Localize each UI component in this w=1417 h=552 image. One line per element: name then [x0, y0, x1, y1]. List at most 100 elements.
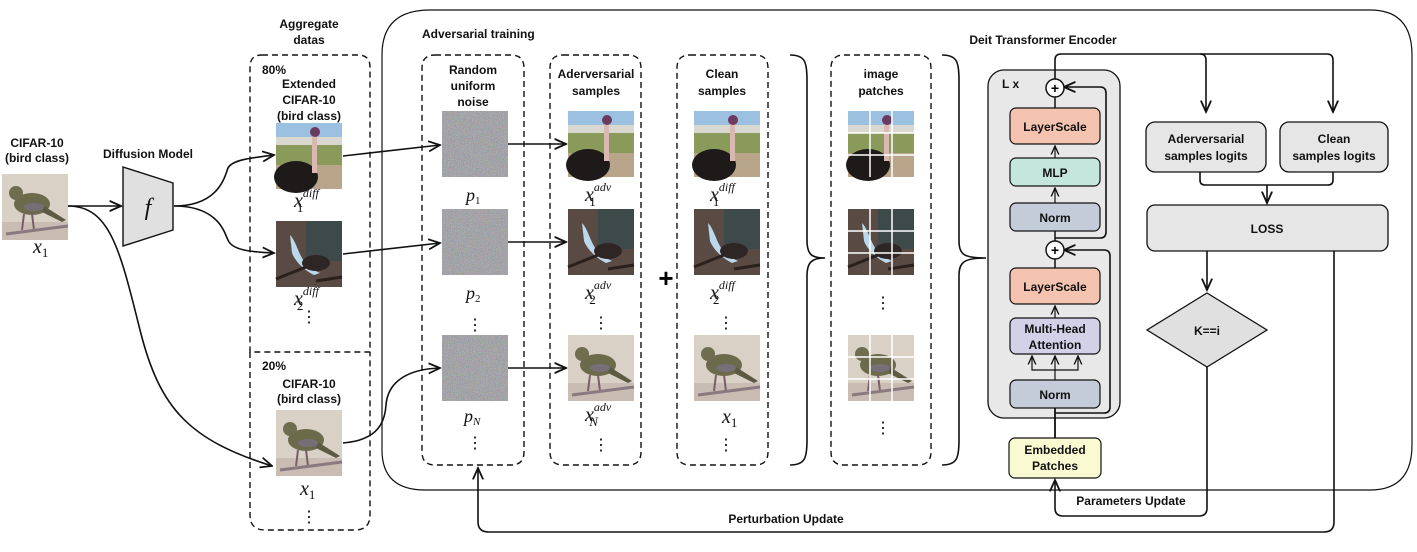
ellipsis-dots: ⋮: [467, 317, 483, 334]
arrow-diffusion-to-x1diff: [173, 155, 274, 207]
input-bird-image: [0, 172, 70, 242]
perturbation-update-arrow: [478, 251, 1335, 533]
embedded-label-line1: Embedded: [1024, 443, 1085, 457]
ellipsis-dots: ⋮: [467, 435, 483, 452]
aggregate-top-title-line3: (bird class): [277, 109, 341, 123]
plus-sign: +: [658, 263, 673, 293]
aggregate-top-title-line2: CIFAR-10: [282, 93, 336, 107]
patches-title-line2: patches: [858, 84, 904, 98]
x2adv-image: [566, 207, 636, 277]
residual-connection-top: [1055, 87, 1107, 239]
input-var: x1: [32, 236, 48, 260]
patched-image-3: [846, 333, 916, 403]
adversarial-training-frame: [381, 9, 1413, 491]
arrow-x1diff-to-p1: [342, 145, 440, 157]
adversarial-training-title: Adversarial training: [422, 27, 535, 41]
aggregate-bottom-title-line2: (bird class): [277, 392, 341, 406]
aggregate-title-line1: Aggregate: [279, 17, 339, 31]
aggregate-bottom-title-line1: CIFAR-10: [282, 377, 336, 391]
norm-top-label: Norm: [1039, 211, 1070, 225]
clean-logits-line1: Clean: [1318, 132, 1351, 146]
parameters-update-arrow: [1055, 367, 1208, 517]
encoder-repeat-label: L x: [1002, 77, 1019, 91]
clean-x1-image: [692, 333, 762, 403]
input-title-line2: (bird class): [5, 151, 69, 165]
add-symbol: +: [1051, 242, 1059, 258]
embedded-label-line2: Patches: [1032, 459, 1078, 473]
ellipsis-dots: ⋮: [875, 295, 891, 312]
ellipsis-dots: ⋮: [593, 315, 609, 332]
image-patches-panel: [830, 54, 932, 466]
decision-label: K==i: [1194, 324, 1220, 338]
clean-samples-title-line1: Clean: [706, 67, 739, 81]
noise-image-p2: [442, 209, 508, 275]
cifar-bird-image: [274, 408, 344, 478]
parameters-update-label: Parameters Update: [1076, 494, 1186, 508]
loss-box: [1146, 204, 1389, 252]
noise-title-line3: noise: [457, 95, 489, 109]
adv-samples-panel: [549, 54, 642, 466]
ellipsis-dots: ⋮: [718, 437, 734, 454]
clean-x2diff-image: [692, 207, 762, 277]
noise-image-pn: [442, 335, 508, 401]
add-symbol: +: [1051, 80, 1059, 96]
embedded-patches-block: [1008, 437, 1102, 479]
noise-panel: [421, 54, 525, 466]
ellipsis-dots: ⋮: [301, 509, 317, 526]
mha-label-line1: Multi-Head: [1024, 322, 1085, 336]
noise-pn-label: pN: [462, 406, 481, 428]
noise-p1-label: p1: [464, 185, 481, 207]
diffusion-title: Diffusion Model: [103, 147, 193, 161]
adv-samples-title-line2: samples: [572, 84, 620, 98]
aggregate-top-title-line1: Extended: [282, 77, 336, 91]
patches-title-line1: image: [864, 67, 899, 81]
logits-merge-line: [1199, 172, 1334, 186]
clean-x1-label: x1: [721, 406, 737, 430]
clean-logits-line2: samples logits: [1292, 149, 1376, 163]
aggregate-x1-label: x1: [299, 478, 315, 502]
norm-bottom-label: Norm: [1039, 388, 1070, 402]
encoder-title: Deit Transformer Encoder: [969, 33, 1117, 47]
x1diff-image: [274, 123, 342, 193]
patched-image-2: [846, 207, 916, 277]
mha-label-line2: Attention: [1029, 338, 1082, 352]
brace-left: [789, 54, 826, 466]
diffusion-model-shape: [122, 166, 174, 247]
ellipsis-dots: ⋮: [301, 309, 317, 326]
brace-right: [941, 54, 987, 466]
arrow-encoder-to-clean-logits: [1200, 53, 1333, 112]
multi-head-attention-block: [1009, 317, 1101, 355]
noise-image-p1: [442, 111, 508, 177]
adv-logits-box: [1145, 121, 1267, 173]
residual-connection-bottom: [1055, 250, 1111, 414]
aggregate-bottom-panel: [249, 352, 371, 531]
noise-title-line1: Random: [449, 63, 497, 77]
mlp-block: [1009, 157, 1101, 187]
layerscale-bottom-label: LayerScale: [1023, 280, 1087, 294]
noise-title-line2: uniform: [451, 79, 496, 93]
input-title-line1: CIFAR-10: [10, 136, 64, 150]
arrow-encoder-to-adv-logits: [1054, 53, 1206, 112]
x1adv-image: [566, 111, 634, 181]
arrow-cifar-to-pn: [342, 368, 440, 444]
arrow-diffusion-to-x2diff: [173, 205, 274, 253]
clean-logits-box: [1279, 121, 1389, 173]
arrow-input-to-cifar: [67, 205, 272, 466]
ellipsis-dots: ⋮: [875, 420, 891, 437]
clean-x1diff-image: [692, 111, 760, 181]
patched-image-1: [846, 111, 914, 181]
layerscale-bottom-block: [1009, 267, 1101, 305]
aggregate-title-line2: datas: [293, 33, 325, 47]
mlp-label: MLP: [1042, 166, 1067, 180]
layerscale-top-label: LayerScale: [1023, 120, 1087, 134]
perturbation-update-label: Perturbation Update: [728, 512, 844, 526]
layerscale-top-block: [1009, 107, 1101, 145]
loss-label: LOSS: [1251, 222, 1284, 236]
adv-logits-line2: samples logits: [1164, 149, 1248, 163]
